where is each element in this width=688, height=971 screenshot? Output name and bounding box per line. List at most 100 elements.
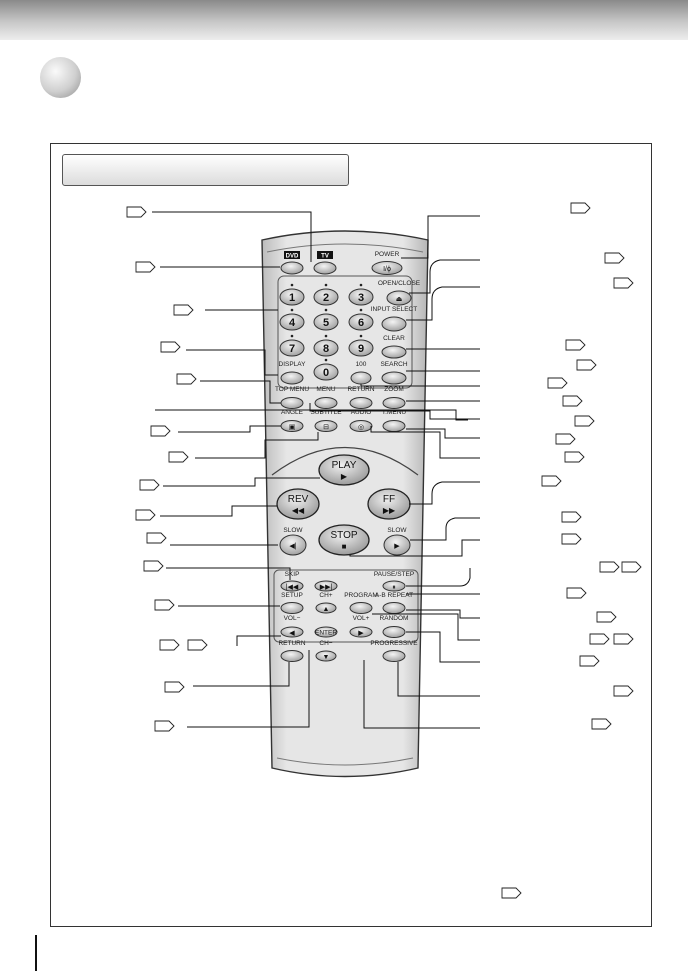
zoom-button-label: ZOOM [384, 386, 404, 393]
display-button[interactable]: DISPLAY [279, 361, 307, 385]
skip-button-icon: |◀◀ [286, 584, 299, 591]
digit-9-button[interactable]: 9 [348, 334, 374, 357]
slow-fwd-button-label: SLOW [387, 527, 407, 534]
page-ref-box [126, 206, 147, 218]
leader-line [152, 211, 312, 262]
progressive-button[interactable]: PROGRESSIVE [370, 640, 418, 662]
ab-repeat-button-label: A-B REPEAT [375, 592, 413, 599]
rev-button[interactable]: REV◀◀ [276, 488, 320, 520]
menu-button[interactable]: MENU [314, 386, 338, 409]
random-button-label: RANDOM [380, 615, 409, 622]
power-icon: I/ϕ [383, 266, 391, 273]
t-menu-button[interactable]: T.MENU [382, 409, 407, 432]
vol-up-button-icon: ▶ [358, 630, 364, 637]
page-ref-box [164, 681, 185, 693]
leader-line [409, 259, 480, 294]
input-select-button[interactable]: INPUT SELECT [371, 306, 418, 332]
slow-rev-button[interactable]: SLOW◀| [279, 527, 307, 556]
power-button-label: POWER [375, 251, 400, 258]
leader-line [406, 428, 480, 439]
leader-line [409, 481, 480, 505]
skip-next-button[interactable]: ▶▶| [314, 580, 338, 592]
ab-repeat-button[interactable]: A-B REPEAT [375, 592, 413, 614]
digit-1-button[interactable]: 1 [279, 283, 305, 306]
subtitle-button[interactable]: SUBTITLE⊟ [310, 409, 342, 432]
page-ref-box [541, 475, 562, 487]
page-ref-box [579, 655, 600, 667]
vol-down-button-label: VOL− [284, 615, 301, 622]
digit-label: 9 [358, 343, 364, 355]
vol-down-button-icon: ◀ [289, 630, 295, 637]
page-ref-box [135, 509, 156, 521]
page-ref-box [547, 377, 568, 389]
digit-label: 8 [323, 343, 329, 355]
ff-button[interactable]: FF▶▶ [367, 488, 411, 520]
leader-line [406, 286, 480, 321]
leader-line [410, 517, 480, 541]
skip-button[interactable]: SKIP|◀◀ [280, 571, 304, 592]
enter-button[interactable]: ENTER [314, 626, 338, 638]
audio-button[interactable]: AUDIO ◎ [349, 409, 373, 432]
ch-up-button[interactable]: CH+▲ [315, 592, 337, 614]
digit-4-button[interactable]: 4 [279, 308, 305, 331]
audio-button-icon: ◎ [358, 424, 364, 431]
leader-line [363, 660, 480, 729]
tv-button-label: TV [321, 254, 329, 260]
leader-line [187, 650, 310, 728]
slow-rev-button-label: SLOW [283, 527, 303, 534]
leader-line [360, 384, 480, 387]
digit-label: 7 [289, 343, 295, 355]
page-ref-box [154, 720, 175, 732]
play-button[interactable]: PLAY▶ [318, 454, 370, 486]
leader-line [401, 215, 480, 259]
vol-up-button[interactable]: VOL+ ▶ [349, 615, 373, 638]
page-ref-box [176, 373, 197, 385]
digit-label: 6 [358, 317, 364, 329]
content-frame [50, 143, 652, 927]
leader-line [406, 631, 480, 663]
audio-button-label: AUDIO [351, 409, 372, 416]
digit-dot [359, 308, 363, 312]
digit-0-button[interactable]: 0 [313, 358, 339, 381]
setup-button[interactable]: SETUP [280, 592, 304, 614]
page-ref-box [613, 277, 634, 289]
clear-button[interactable]: CLEAR [381, 335, 407, 359]
return-button[interactable]: RETURN [278, 640, 306, 662]
vol-down-button[interactable]: VOL− ◀ [280, 615, 304, 638]
program-button[interactable]: PROGRAM [344, 592, 378, 614]
vol-up-button-label: VOL+ [353, 615, 370, 622]
digit-5-button[interactable]: 5 [313, 308, 339, 331]
open-close-button[interactable]: OPEN/CLOSE⏏ [378, 280, 421, 306]
ch-up-button-label: CH+ [319, 592, 332, 599]
pause-step-button[interactable]: PAUSE/STEP⏸ [374, 571, 414, 592]
search-button-label: SEARCH [380, 361, 407, 368]
display-button-label: DISPLAY [279, 361, 307, 368]
digit-2-button[interactable]: 2 [313, 283, 339, 306]
ch-down-button[interactable]: CH−▼ [315, 640, 337, 662]
page-ref-box [146, 532, 167, 544]
slow-fwd-button[interactable]: SLOW ▶ [383, 527, 411, 556]
digit-7-button[interactable]: 7 [279, 334, 305, 357]
section-title-box [62, 154, 349, 186]
pause-step-button-label: PAUSE/STEP [374, 571, 414, 578]
digit-6-button[interactable]: 6 [348, 308, 374, 331]
search-button[interactable]: SEARCH [380, 361, 408, 385]
page-ref-box [570, 202, 591, 214]
open-close-button-label: OPEN/CLOSE [378, 280, 421, 287]
stop-button[interactable]: STOP■ [318, 524, 370, 556]
return-button-top[interactable]: RETURN [347, 386, 375, 409]
power-button[interactable]: POWER I/ϕ [371, 251, 403, 275]
page-ref-box [501, 887, 522, 899]
digit-label: 4 [289, 317, 296, 329]
skip-next-icon: ▶▶| [320, 584, 333, 591]
digit-3-button[interactable]: 3 [348, 283, 374, 306]
random-button[interactable]: RANDOM [380, 615, 409, 638]
dvd-button[interactable]: DVD [280, 251, 304, 275]
zoom-button[interactable]: ZOOM [382, 386, 406, 409]
slow-fwd-button-icon: ▶ [394, 543, 400, 550]
leader-line [155, 409, 468, 421]
page-ref-box [154, 599, 175, 611]
tv-button[interactable]: TV [313, 251, 337, 275]
page-ref-box [564, 451, 585, 463]
digit-8-button[interactable]: 8 [313, 334, 339, 357]
